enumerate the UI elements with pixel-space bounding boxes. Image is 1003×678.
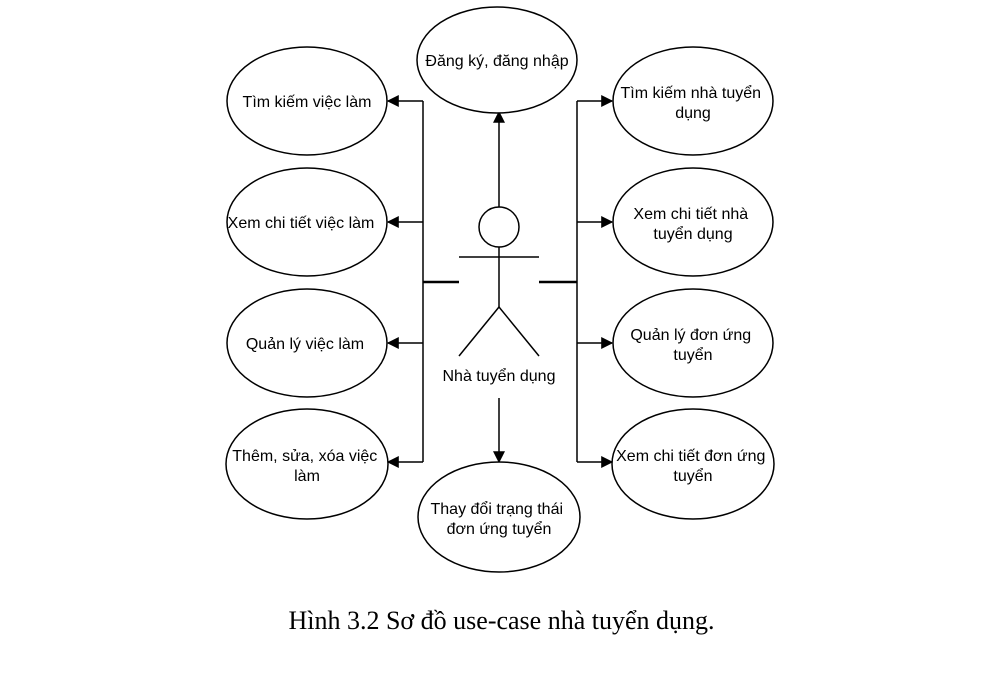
use-case-bottom-label: Thay đổi trạng thái đơn ứng tuyển	[431, 500, 568, 538]
use-case-right-3: Quản lý đơn ứng tuyển	[612, 288, 774, 398]
use-case-left-4-label: Thêm, sửa, xóa việc làm	[232, 448, 381, 485]
use-case-bottom: Thay đổi trạng thái đơn ứng tuyển	[417, 461, 581, 573]
use-case-left-2: Xem chi tiết việc làm	[226, 167, 388, 277]
use-case-left-1: Tìm kiếm việc làm	[226, 46, 388, 156]
actor-head	[478, 206, 520, 248]
use-case-right-4-label: Xem chi tiết đơn ứng tuyển	[616, 448, 770, 485]
use-case-top: Đăng ký, đăng nhập	[416, 6, 578, 114]
use-case-right-4: Xem chi tiết đơn ứng tuyển	[611, 408, 775, 520]
actor-label: Nhà tuyển dụng	[443, 367, 556, 385]
use-case-left-4: Thêm, sửa, xóa việc làm	[225, 408, 389, 520]
actor-figure	[458, 206, 540, 357]
actor-right-leg	[498, 306, 540, 357]
use-case-right-2: Xem chi tiết nhà tuyển dụng	[612, 167, 774, 277]
use-case-right-3-label: Quản lý đơn ứng tuyển	[630, 327, 755, 364]
use-case-right-1: Tìm kiếm nhà tuyển dụng	[612, 46, 774, 156]
use-case-left-3-label: Quản lý việc làm	[246, 336, 364, 353]
use-case-left-3: Quản lý việc làm	[226, 288, 388, 398]
use-case-right-1-label: Tìm kiếm nhà tuyển dụng	[621, 84, 766, 122]
use-case-left-1-label: Tìm kiếm việc làm	[243, 94, 372, 111]
use-case-top-label: Đăng ký, đăng nhập	[425, 53, 568, 70]
use-case-left-2-label: Xem chi tiết việc làm	[228, 215, 375, 232]
use-case-right-2-label: Xem chi tiết nhà tuyển dụng	[633, 206, 752, 243]
actor-left-leg	[458, 306, 500, 357]
figure-caption: Hình 3.2 Sơ đồ use-case nhà tuyển dụng.	[288, 606, 715, 635]
use-case-diagram: Nhà tuyển dụng Đăng ký, đăng nhập Thay đ…	[225, 6, 775, 573]
